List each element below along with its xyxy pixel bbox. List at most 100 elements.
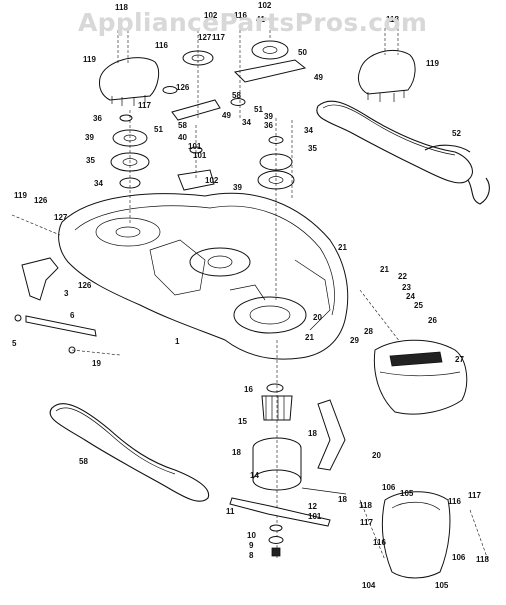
callout-52: 101 — [193, 151, 207, 160]
callout-40-b: 49 — [222, 111, 231, 120]
callout-26: 26 — [428, 316, 437, 325]
chute-cover — [359, 491, 489, 579]
callout-50-a: 58 — [178, 121, 187, 130]
deflector-bracket — [301, 399, 347, 495]
callout-16-b: 18 — [232, 448, 241, 457]
callout-104-b: 116 — [448, 497, 461, 506]
callout-32-a: 35 — [86, 156, 95, 165]
callout-43: 50 — [298, 48, 307, 57]
callout-24: 24 — [406, 292, 415, 301]
callout-36: 41 — [256, 15, 265, 24]
callout-106-a: 118 — [359, 501, 372, 510]
callout-119: 127 — [54, 213, 68, 222]
callout-105-a: 117 — [360, 518, 373, 527]
callout-19: 19 — [92, 359, 101, 368]
callout-15: 16 — [244, 385, 253, 394]
callout-3: 3 — [64, 289, 69, 298]
center-bracket — [177, 125, 215, 191]
callout-42-a: 117 — [212, 33, 225, 42]
right-pulley-stack — [257, 118, 295, 300]
callout-34: 39 — [233, 183, 242, 192]
callout-102-b: 105 — [435, 581, 449, 590]
spindle-assembly — [252, 340, 302, 560]
callout-33-b: 36 — [264, 121, 273, 130]
callout-126: 126 — [176, 83, 190, 92]
callout-30-a: 34 — [242, 118, 251, 127]
callout-29: 29 — [350, 336, 359, 345]
callout-labels: 118 119 116 102 127 117 116 102 41 50 49… — [12, 1, 489, 590]
left-pulley-stack — [110, 110, 150, 225]
callout-46-right: 118 — [386, 15, 399, 24]
callout-39-b: 39 — [264, 112, 273, 121]
callout-12: 12 — [308, 502, 317, 511]
callout-40-a: 49 — [314, 73, 323, 82]
callout-127: 127 — [198, 33, 212, 42]
idler-assembly — [162, 20, 307, 121]
callout-103-b: 106 — [452, 553, 466, 562]
mower-deck — [58, 192, 349, 360]
callout-116: 119 — [14, 191, 27, 200]
callout-41-left: 116 — [155, 41, 168, 50]
belt-cover-left — [99, 30, 160, 106]
callout-103-a: 106 — [382, 483, 396, 492]
discharge-chute — [359, 289, 468, 415]
callout-14: 15 — [238, 417, 247, 426]
callout-28: 28 — [364, 327, 373, 336]
callout-49-b: 102 — [258, 1, 272, 10]
callout-33: 36 — [93, 114, 102, 123]
callout-23: 23 — [402, 283, 411, 292]
callout-42-b: 117 — [138, 101, 151, 110]
callout-5: 5 — [12, 339, 17, 348]
watermark: AppliancePartsPros.com — [78, 8, 428, 37]
callout-48: 58 — [79, 457, 88, 466]
callout-102-a: 105 — [400, 489, 414, 498]
drive-belt-47 — [316, 100, 490, 205]
callout-44-b: 51 — [254, 105, 263, 114]
belt-cover-right — [357, 28, 416, 102]
callout-44-a: 51 — [154, 125, 163, 134]
callout-106-b: 118 — [476, 555, 489, 564]
callout-11: 11 — [226, 507, 235, 516]
callout-1: 1 — [175, 337, 180, 346]
callout-30-b: 34 — [304, 126, 313, 135]
callout-20: 20 — [372, 451, 381, 460]
hanger-bracket — [11, 214, 121, 356]
callout-45-right: 119 — [426, 59, 439, 68]
callout-105-b: 117 — [468, 491, 481, 500]
callout-50-b: 58 — [232, 91, 241, 100]
callout-9: 9 — [249, 541, 254, 550]
callout-31: 34 — [94, 179, 103, 188]
callout-46-left: 118 — [115, 3, 128, 12]
callout-8: 8 — [249, 551, 254, 560]
callout-16-c: 18 — [338, 495, 347, 504]
callout-25: 25 — [414, 301, 423, 310]
callout-13: 14 — [250, 471, 259, 480]
callout-56: 101 — [188, 142, 202, 151]
callout-101: 104 — [362, 581, 376, 590]
callout-21-c: 21 — [305, 333, 314, 342]
callout-104-a: 116 — [373, 538, 386, 547]
callout-39-a: 39 — [85, 133, 94, 142]
callout-27: 27 — [455, 355, 464, 364]
callout-21-b: 21 — [380, 265, 389, 274]
deck-belt-48 — [49, 403, 210, 502]
callout-16-a: 18 — [308, 429, 317, 438]
callout-35: 40 — [178, 133, 187, 142]
callout-41-top: 116 — [234, 11, 247, 20]
callout-10: 10 — [247, 531, 256, 540]
callout-18: 20 — [313, 313, 322, 322]
callout-32-b: 35 — [308, 144, 317, 153]
callout-6: 6 — [70, 311, 75, 320]
callout-21-a: 21 — [338, 243, 347, 252]
mower-blade — [229, 497, 331, 557]
callout-49-a: 102 — [204, 11, 218, 20]
callout-117: 126 — [34, 196, 48, 205]
callout-118: 126 — [78, 281, 92, 290]
callout-58: 102 — [205, 176, 219, 185]
callout-22: 22 — [398, 272, 407, 281]
callout-45-left: 119 — [83, 55, 96, 64]
callout-47: 52 — [452, 129, 461, 138]
callout-51: 101 — [308, 512, 322, 521]
